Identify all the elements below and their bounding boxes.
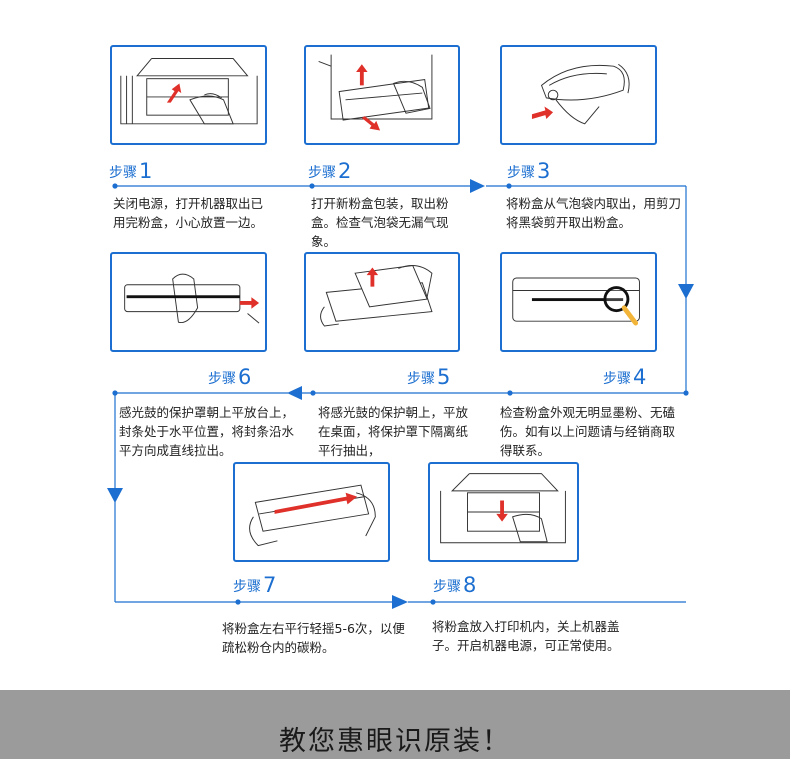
step-2-label: 步骤2 xyxy=(308,159,352,183)
printer-open-illustration xyxy=(120,58,258,125)
step-8-label: 步骤8 xyxy=(433,573,477,597)
step-2-image xyxy=(304,45,460,145)
magnifier-icon xyxy=(603,286,630,313)
footer-band xyxy=(0,690,790,759)
red-arrow-icon xyxy=(239,297,260,309)
red-arrow-icon xyxy=(366,267,379,287)
step-1-description: 关闭电源，打开机器取出已用完粉盒，小心放置一边。 xyxy=(113,196,264,230)
red-arrow-icon xyxy=(274,492,358,514)
red-arrow-icon xyxy=(361,116,381,131)
step-3-description: 将粉盒从气泡袋内取出，用剪刀将黑袋剪开取出粉盒。 xyxy=(506,196,682,230)
step-7-label: 步骤7 xyxy=(233,573,277,597)
step-6-image xyxy=(110,252,267,352)
step-7-image xyxy=(233,462,390,562)
step-8-description: 将粉盒放入打印机内，关上机器盖子。开启机器电源，可正常使用。 xyxy=(432,619,620,653)
step-4-label: 步骤4 xyxy=(603,365,647,389)
step-5-image xyxy=(304,252,460,352)
step-7-description: 将粉盒左右平行轻摇5-6次，以便疏松粉仓内的碳粉。 xyxy=(222,621,405,655)
step-8-image xyxy=(428,462,579,562)
red-arrow-icon xyxy=(531,106,554,119)
red-arrow-icon xyxy=(496,500,508,522)
step-1-image xyxy=(110,45,267,145)
cut-bag-illustration xyxy=(531,63,630,125)
step-2-description: 打开新粉盒包装，取出粉盒。检查气泡袋无漏气现象。 xyxy=(311,196,449,249)
pull-seal-illustration xyxy=(124,273,260,324)
step-3-label: 步骤3 xyxy=(507,159,551,183)
insert-cartridge-illustration xyxy=(440,473,566,544)
remove-paper-illustration xyxy=(320,264,433,327)
inspect-cartridge-illustration xyxy=(512,277,640,326)
step-5-description: 将感光鼓的保护朝上，平放在桌面，将保护罩下隔离纸平行抽出， xyxy=(318,405,469,458)
step-3-image xyxy=(500,45,657,145)
shake-cartridge-illustration xyxy=(249,484,376,547)
red-arrow-icon xyxy=(356,64,368,86)
step-4-description: 检查粉盒外观无明显墨粉、无磕伤。如有以上问题请与经销商取得联系。 xyxy=(500,405,676,458)
step-6-description: 感光鼓的保护罩朝上平放台上，封条处于水平位置，将封条沿水平方向成直线拉出。 xyxy=(119,405,295,458)
cartridge-unpack-illustration xyxy=(318,54,433,131)
step-5-label: 步骤5 xyxy=(407,365,451,389)
step-6-label: 步骤6 xyxy=(208,365,252,389)
step-4-image xyxy=(500,252,657,352)
step-1-label: 步骤1 xyxy=(109,159,153,183)
red-arrow-icon xyxy=(166,83,182,103)
footer-title: 教您惠眼识原装！ xyxy=(279,726,511,757)
